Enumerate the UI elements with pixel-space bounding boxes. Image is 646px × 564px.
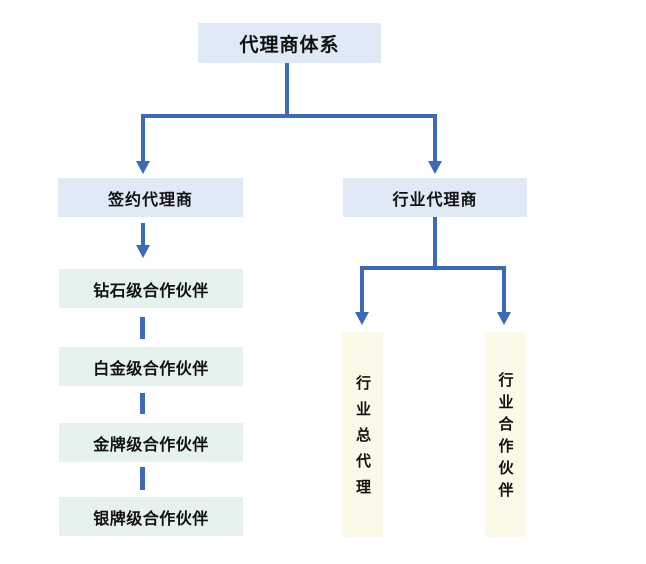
node-silver-partner: 银牌级合作伙伴: [59, 497, 243, 536]
node-gold-partner-label: 金牌级合作伙伴: [93, 436, 209, 454]
connector-industry-stem: [433, 217, 437, 268]
connector-root-split-bar: [141, 114, 437, 118]
connector-platinum-gold: [140, 393, 145, 414]
connector-diamond-platinum: [140, 317, 145, 339]
arrow-down-icon: [136, 161, 150, 174]
node-contracted-agent-label: 签约代理商: [107, 191, 193, 209]
node-silver-partner-label: 银牌级合作伙伴: [93, 510, 209, 528]
node-industry-agent: 行业代理商: [343, 178, 527, 217]
node-industry-partner-label: 行业合作伙伴: [496, 372, 514, 504]
node-industry-general-agent-label: 行业总代理: [354, 375, 371, 505]
node-diamond-partner: 钻石级合作伙伴: [59, 269, 243, 308]
node-contracted-agent: 签约代理商: [58, 178, 243, 217]
connector-contracted-to-diamond: [141, 223, 145, 246]
connector-to-contracted-agent: [141, 114, 145, 161]
node-platinum-partner-label: 白金级合作伙伴: [93, 360, 209, 378]
arrow-down-icon: [136, 245, 150, 258]
connector-root-stem: [285, 63, 289, 117]
arrow-down-icon: [497, 312, 511, 325]
connector-to-industry-general-agent: [360, 266, 364, 313]
arrow-down-icon: [428, 161, 442, 174]
connector-industry-split-bar: [360, 266, 506, 270]
node-agent-system-label: 代理商体系: [239, 34, 340, 56]
connector-gold-silver: [140, 467, 145, 490]
connector-to-industry-partner: [502, 266, 506, 313]
node-gold-partner: 金牌级合作伙伴: [59, 423, 243, 462]
arrow-down-icon: [355, 312, 369, 325]
node-industry-general-agent: 行业总代理: [342, 332, 383, 537]
node-platinum-partner: 白金级合作伙伴: [59, 347, 243, 386]
node-industry-partner: 行业合作伙伴: [485, 332, 525, 537]
node-industry-agent-label: 行业代理商: [392, 191, 478, 209]
connector-to-industry-agent: [433, 114, 437, 161]
node-diamond-partner-label: 钻石级合作伙伴: [93, 282, 209, 300]
node-agent-system: 代理商体系: [198, 23, 381, 63]
